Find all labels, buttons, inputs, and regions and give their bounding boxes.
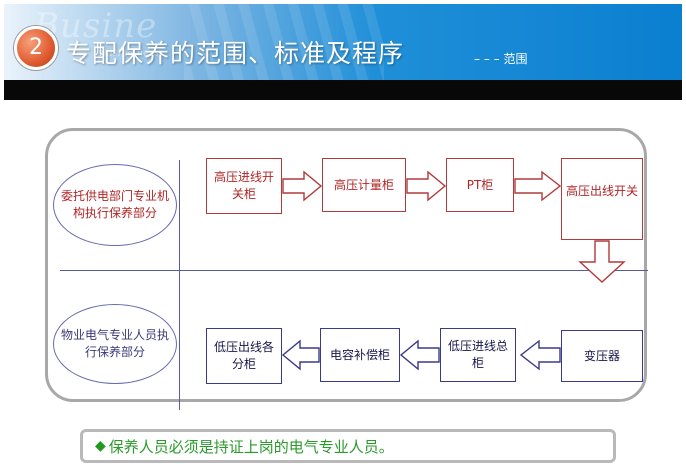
arrow-left-2 bbox=[401, 341, 439, 369]
arrow-left-3 bbox=[283, 341, 319, 369]
arrow-right-1 bbox=[283, 172, 321, 200]
arrow-down bbox=[580, 241, 624, 282]
qualification-note: ◆ 保养人员必须是持证上岗的电气专业人员。 bbox=[80, 429, 616, 463]
note-text: 保养人员必须是持证上岗的电气专业人员。 bbox=[109, 436, 394, 457]
arrow-right-2 bbox=[407, 172, 445, 200]
arrow-right-3 bbox=[515, 172, 560, 200]
arrow-left-1 bbox=[521, 341, 560, 369]
diamond-bullet-icon: ◆ bbox=[95, 438, 106, 454]
